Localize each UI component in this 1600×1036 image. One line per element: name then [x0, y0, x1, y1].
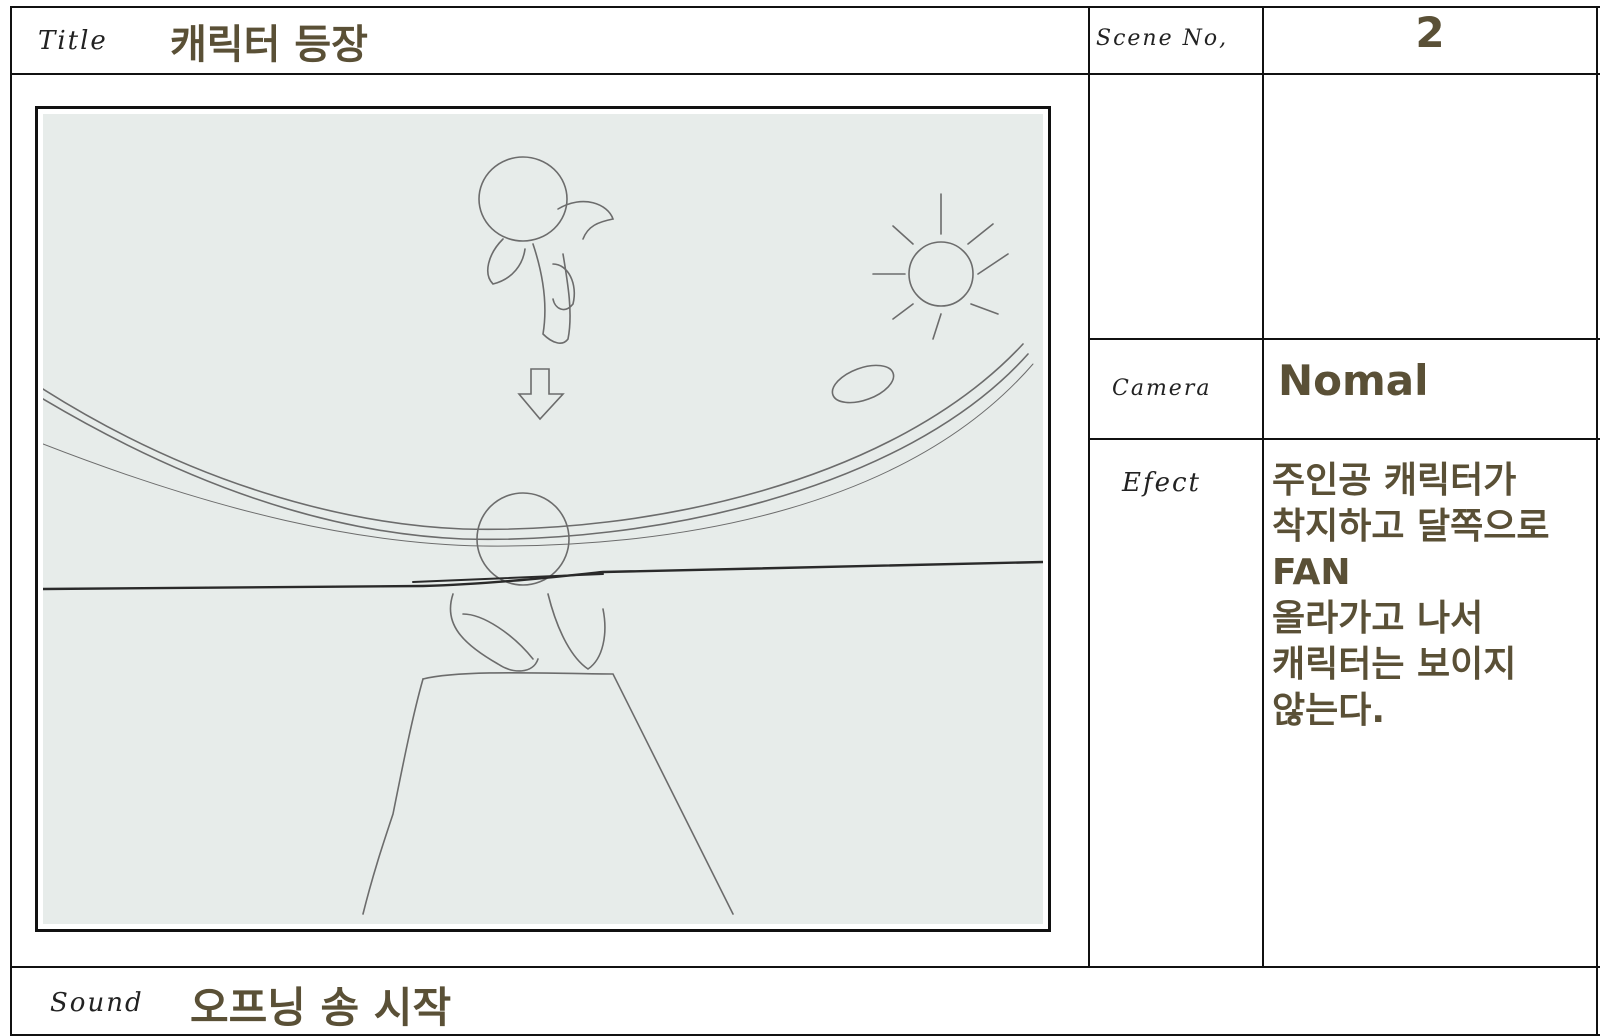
left-border: [10, 6, 12, 1036]
ground-line: [43, 560, 1043, 591]
down-arrow: [517, 368, 565, 421]
effect-description: 주인공 캐릭터가 착지하고 달쪽으로 FAN 올라가고 나서 캐릭터는 보이지 …: [1272, 460, 1550, 731]
pencil-sketch: [43, 114, 1043, 924]
sketch-drawing: [43, 156, 1043, 915]
bottom-border: [10, 1034, 1600, 1036]
header-divider: [10, 73, 1600, 75]
landing-character-head: [476, 492, 570, 586]
sound-description: 오프닝 송 시작: [190, 983, 452, 1032]
title-label: Title: [38, 26, 108, 56]
effect-label: Efect: [1122, 468, 1201, 498]
scene-title: 캐릭터 등장: [170, 22, 368, 68]
rock-pillar: [422, 671, 734, 915]
camera-value: Nomal: [1278, 356, 1429, 405]
sketch-frame: [35, 106, 1051, 932]
sound-top-divider: [10, 966, 1600, 968]
top-border: [10, 6, 1600, 8]
sun-sketch: [908, 241, 974, 307]
scene-no-label: Scene No,: [1096, 26, 1229, 51]
right-border: [1596, 6, 1598, 1036]
label-column-divider: [1088, 6, 1090, 968]
scene-number: 2: [1415, 8, 1445, 57]
horizon-curve: [43, 343, 1024, 531]
camera-label: Camera: [1112, 376, 1212, 401]
camera-top-divider: [1088, 338, 1600, 340]
falling-character-head: [478, 156, 568, 242]
camera-bottom-divider: [1088, 438, 1600, 440]
value-column-divider: [1262, 6, 1264, 968]
sound-label: Sound: [50, 988, 144, 1018]
